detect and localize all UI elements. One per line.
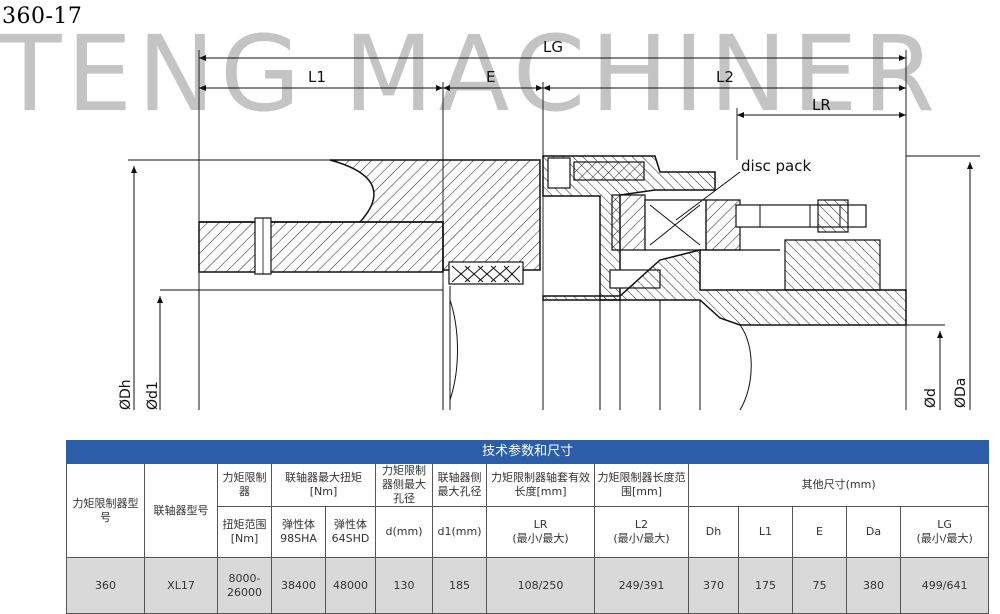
cell-torque-range: 8000-26000 [217,557,272,614]
head-model-coupling: 联轴器型号 [144,463,218,558]
cell-model-limiter: 360 [66,557,145,614]
head-l2-sub: (最小/最大) [613,532,670,545]
head-lr-symbol: LR [533,518,548,532]
label-da: ØDa [953,378,969,408]
head-sleeve-length: 力矩限制器轴套有效长度[mm] [486,463,595,507]
label-l1: L1 [308,68,326,86]
table-row: 360 XL17 8000-26000 38400 48000 130 185 … [66,557,990,614]
label-d: Ød [923,388,939,408]
head-lg-symbol: LG [937,518,952,532]
right-bore-lines [542,300,945,411]
spec-table: 技术参数和尺寸 力矩限制器型号 联轴器型号 力矩限制器 联轴器最大扭矩[Nm] … [65,440,990,614]
left-hub [198,159,541,285]
cell-lr: 108/250 [486,557,595,614]
label-d1: Ød1 [145,381,161,410]
coupling-drawing: LG L1 E L2 LR [118,38,980,411]
head-l2: L2 (最小/最大) [594,506,689,558]
head-d1: d1(mm) [432,506,487,558]
head-d: d(mm) [375,506,433,558]
dimension-lines [199,55,906,118]
cell-l2: 249/391 [594,557,689,614]
cell-dh: 370 [688,557,739,614]
cell-t64: 48000 [325,557,376,614]
head-limiter: 力矩限制器 [217,463,272,507]
cell-da: 380 [846,557,901,614]
svg-text:disc pack: disc pack [741,157,811,175]
label-dh: ØDh [118,379,134,410]
head-dh: Dh [688,506,739,558]
head-l1: L1 [738,506,793,558]
label-e: E [486,68,495,86]
table-title: 技术参数和尺寸 [65,440,990,464]
head-lr-sub: (最小/最大) [512,532,569,545]
label-lg: LG [543,38,563,56]
head-other-dims: 其他尺寸(mm) [687,463,990,507]
cell-lg: 499/641 [899,557,990,614]
head-l2-symbol: L2 [634,518,649,532]
head-elastomer-64: 弹性体64SHD [325,506,376,558]
head-e: E [792,506,847,558]
head-model-limiter: 力矩限制器型号 [66,463,145,558]
head-da: Da [846,506,901,558]
label-lr: LR [812,96,831,114]
diameter-dims [128,155,980,410]
head-coupling-max-bore: 联轴器侧最大孔径 [432,463,487,507]
head-lr: LR (最小/最大) [486,506,595,558]
head-lg-sub: (最小/最大) [916,532,973,545]
head-lg: LG (最小/最大) [899,506,990,558]
left-bore-lines [160,286,458,410]
label-l2: L2 [716,68,734,86]
cell-l1: 175 [738,557,793,614]
head-torque-range: 扭矩范围[Nm] [217,506,272,558]
head-elastomer-98: 弹性体98SHA [271,506,326,558]
head-length-range: 力矩限制器长度范围[mm] [594,463,689,507]
cell-d: 130 [375,557,433,614]
cell-e: 75 [792,557,847,614]
model-code: 360-17 [2,4,83,29]
torque-limiter [542,155,907,326]
cell-model-coupling: XL17 [144,557,218,614]
disc-pack-callout: disc pack [675,157,811,221]
head-max-torque: 联轴器最大扭矩[Nm] [271,463,376,507]
cell-d1: 185 [432,557,487,614]
head-limiter-max-bore: 力矩限制器侧最大孔径 [375,463,433,507]
cell-t98: 38400 [271,557,326,614]
